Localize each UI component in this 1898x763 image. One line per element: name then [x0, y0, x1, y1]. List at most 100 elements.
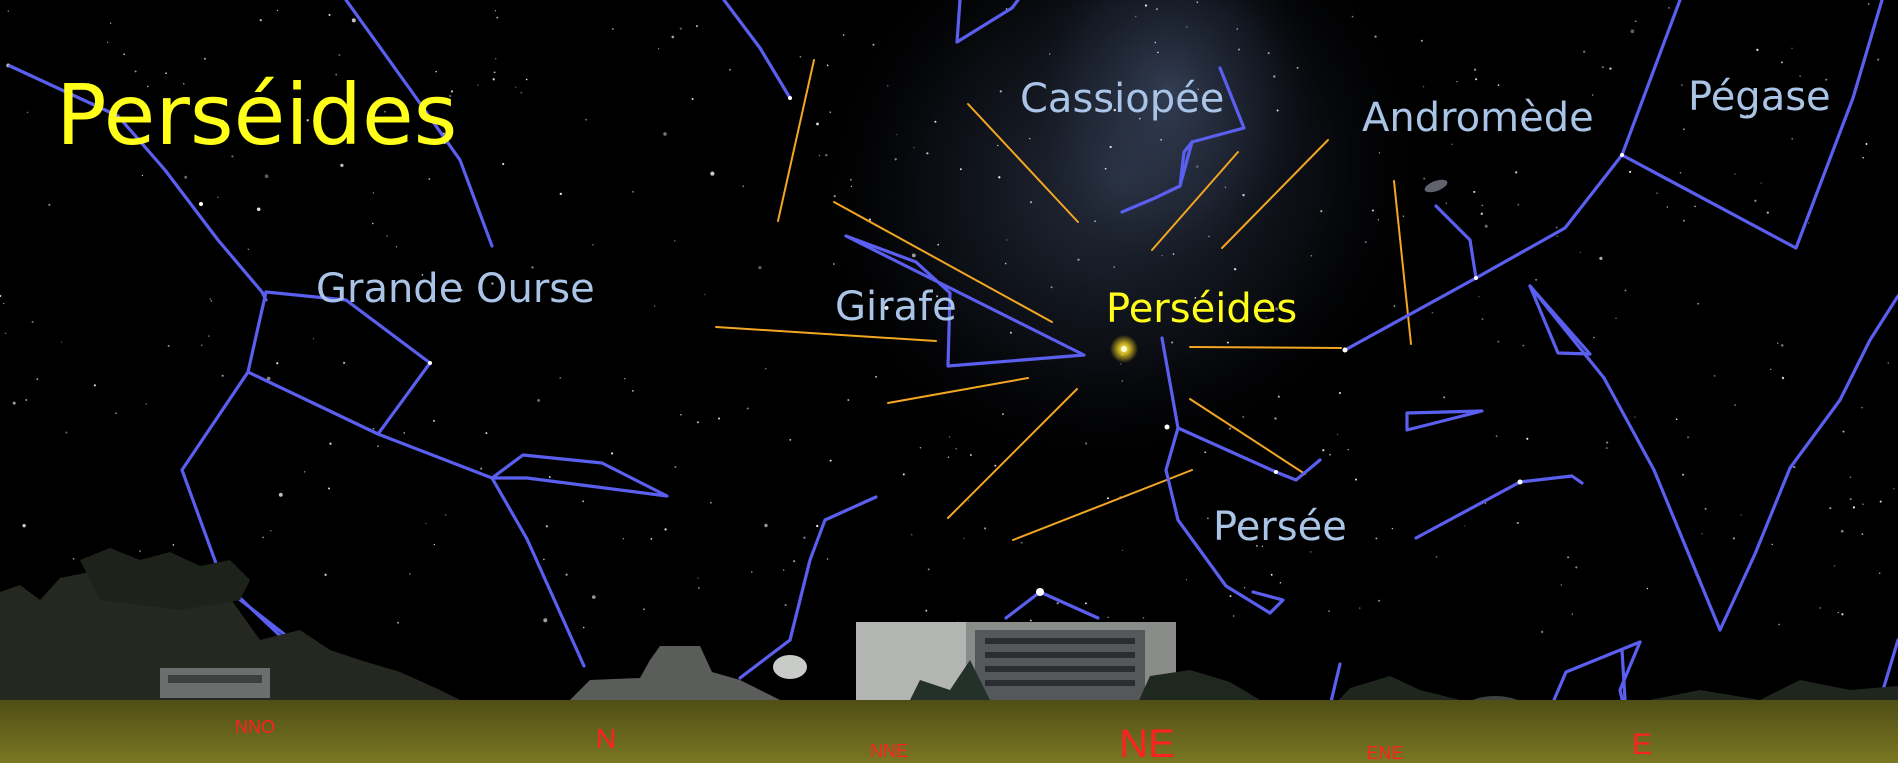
background-star [1048, 53, 1051, 55]
background-star [1185, 578, 1188, 581]
constellation-label-persee: Persée [1213, 504, 1347, 550]
background-star [1473, 68, 1477, 71]
background-star [1113, 108, 1117, 112]
background-star [829, 111, 831, 113]
background-star [1232, 615, 1235, 617]
background-star [1526, 120, 1529, 122]
background-star [477, 84, 479, 86]
background-star [850, 185, 853, 188]
background-star [1867, 3, 1870, 5]
background-star [443, 142, 446, 144]
background-star [306, 119, 309, 122]
background-star [1522, 344, 1525, 347]
background-star [433, 543, 435, 546]
background-star [751, 571, 753, 573]
background-star [709, 501, 712, 504]
background-star [927, 568, 930, 571]
background-star [1094, 220, 1096, 223]
background-star [262, 536, 264, 539]
background-star [1142, 617, 1145, 619]
background-star [793, 560, 796, 563]
background-star [1002, 413, 1004, 416]
background-star [1754, 199, 1757, 202]
background-star [884, 305, 889, 310]
background-star [495, 58, 497, 60]
background-star [247, 248, 250, 251]
background-star [1122, 549, 1124, 551]
background-star [829, 459, 832, 462]
background-star [1451, 143, 1453, 145]
background-star [1378, 599, 1381, 602]
background-star [1431, 311, 1434, 314]
background-star [386, 235, 388, 237]
background-star [1107, 616, 1110, 619]
background-star [1646, 587, 1649, 590]
background-star [1196, 1, 1199, 4]
background-star [969, 453, 972, 457]
background-star [141, 174, 144, 177]
background-star [783, 569, 785, 571]
background-star [409, 573, 411, 575]
background-star [1484, 224, 1488, 228]
background-star [1242, 193, 1245, 197]
background-star [183, 83, 185, 85]
background-star [1229, 427, 1232, 430]
background-star [1556, 235, 1558, 237]
background-star [997, 144, 999, 147]
background-star [1628, 170, 1632, 174]
background-star [531, 266, 534, 269]
background-star [221, 374, 224, 377]
background-star [1475, 78, 1478, 81]
background-star [632, 390, 634, 392]
background-star [1328, 610, 1330, 613]
background-star [680, 413, 682, 416]
background-star [421, 274, 424, 276]
background-star [303, 470, 306, 473]
background-star [691, 97, 694, 101]
background-star [397, 621, 399, 624]
background-star [428, 177, 431, 180]
background-star [622, 538, 624, 540]
background-star [1756, 48, 1759, 52]
constellation-label-andromede: Andromède [1362, 95, 1594, 141]
page-title: Perséides [56, 66, 457, 164]
background-star [543, 558, 545, 561]
background-star [1656, 192, 1659, 195]
background-star [312, 338, 315, 340]
background-star [167, 344, 170, 347]
background-star [259, 19, 262, 22]
background-star [1829, 507, 1832, 510]
background-star [967, 500, 970, 502]
background-star [1599, 256, 1603, 261]
background-star [902, 473, 905, 476]
background-star [998, 176, 1001, 179]
background-star [1666, 206, 1668, 208]
background-star [1865, 143, 1868, 145]
background-star [1781, 376, 1785, 380]
background-star [1120, 363, 1122, 365]
background-star [664, 528, 667, 531]
background-star [1780, 61, 1783, 64]
background-star [657, 48, 660, 50]
meteor-trail [967, 103, 1079, 223]
background-star [1704, 507, 1707, 510]
background-star [1694, 205, 1696, 208]
background-star [818, 154, 821, 157]
constellation-label-girafe: Girafe [835, 284, 957, 330]
background-star [1605, 447, 1608, 450]
background-star [480, 467, 483, 470]
meteor-trail [1012, 469, 1193, 541]
background-star [1374, 35, 1377, 38]
background-star [650, 537, 653, 540]
background-star [1351, 15, 1354, 18]
background-star [697, 577, 699, 579]
milky-way-core [1010, 0, 1330, 290]
background-star [1887, 362, 1889, 364]
meteor-trail [947, 388, 1078, 519]
background-star [1593, 336, 1595, 339]
background-star [518, 298, 521, 301]
background-star [351, 18, 356, 23]
background-star [1261, 545, 1263, 548]
background-star [959, 168, 962, 171]
background-star [1196, 165, 1199, 168]
